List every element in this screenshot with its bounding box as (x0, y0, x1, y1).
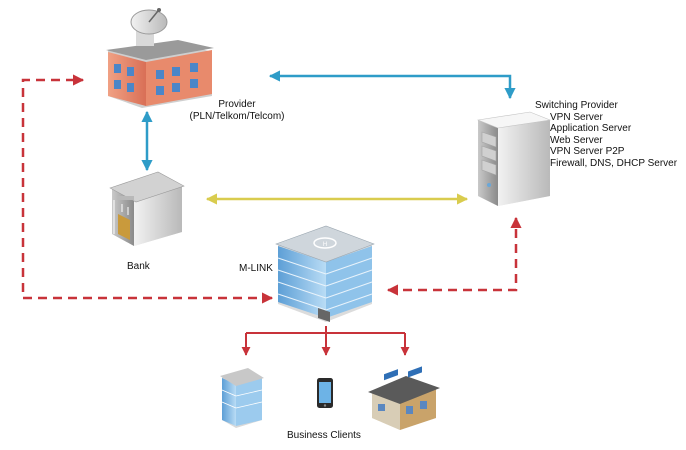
connector-mlink-clients (241, 326, 410, 356)
connector-mlink-provider-dashed (21, 74, 274, 304)
satellite-building-icon (106, 8, 214, 108)
bank-label: Bank (127, 261, 150, 272)
service-item: VPN Server (550, 111, 603, 123)
mlink-label: M-LINK (239, 263, 273, 274)
provider-subtitle: (PLN/Telkom/Telcom) (189, 110, 285, 122)
service-item: Web Server (550, 134, 603, 146)
svg-text:H: H (323, 242, 327, 248)
service-item: VPN Server P2P (550, 146, 625, 157)
house-icon (368, 366, 440, 430)
connector-provider-switching (268, 70, 516, 100)
office-building-icon (220, 368, 264, 428)
service-item: Application Server (550, 123, 632, 134)
provider-label: Provider (PLN/Telkom/Telcom) (172, 99, 302, 122)
switching-services-list: VPN Server Application Server Web Server… (535, 112, 677, 170)
switching-provider-label: Switching Provider VPN Server Applicatio… (535, 100, 677, 169)
bank-building-icon (109, 171, 185, 246)
provider-title: Provider (218, 99, 256, 110)
switching-provider-title: Switching Provider (535, 100, 618, 111)
server-tower-icon (476, 111, 552, 206)
connector-mlink-switching-dashed (386, 216, 522, 296)
office-tower-icon: H (275, 225, 375, 322)
service-item: Firewall, DNS, DHCP Server (550, 157, 678, 169)
smartphone-icon (317, 378, 333, 408)
business-clients-label: Business Clients (287, 430, 361, 441)
